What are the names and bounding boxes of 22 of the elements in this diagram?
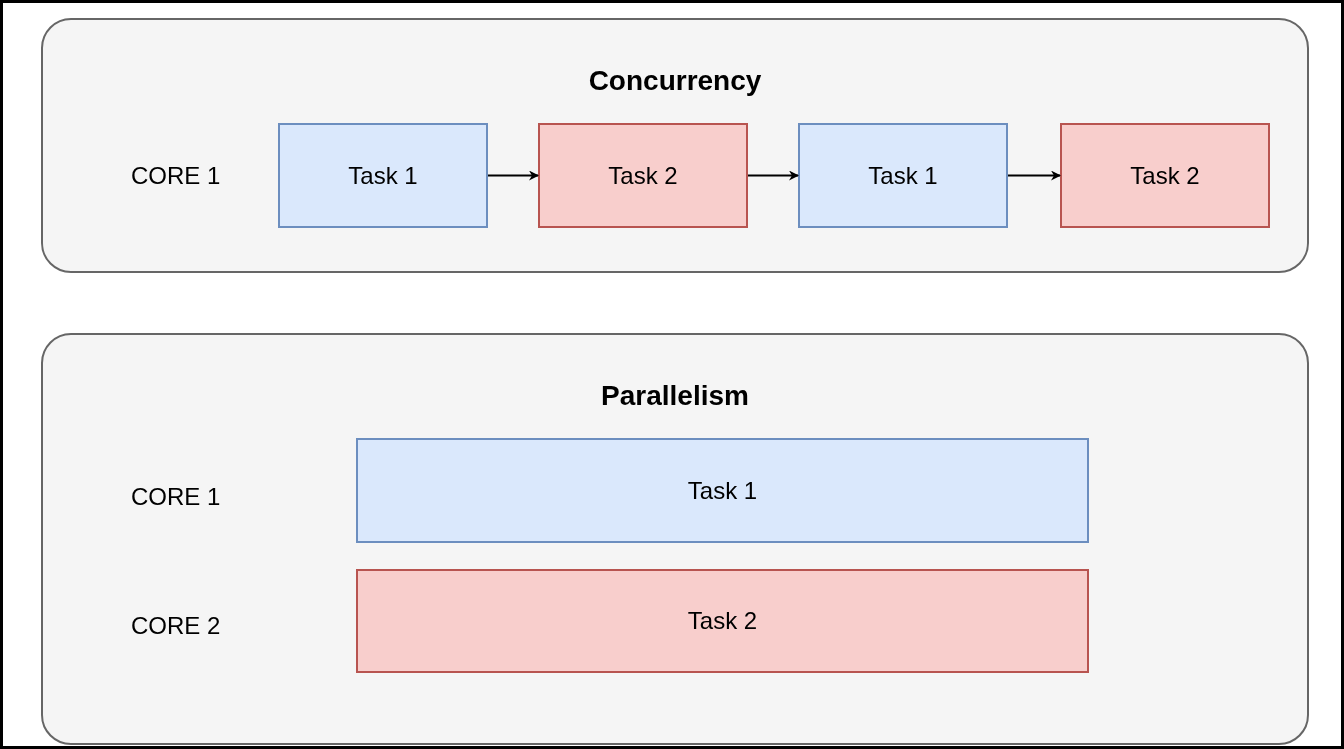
task-box: [798, 123, 1008, 228]
task-box: [538, 123, 748, 228]
group-panel: [41, 18, 1309, 273]
task-label: Task 1: [348, 160, 418, 191]
arrow: [487, 170, 539, 181]
core-label: CORE 1: [131, 161, 221, 191]
panel-title: Parallelism: [601, 379, 749, 413]
group-panel: [41, 333, 1309, 745]
task-box: [356, 569, 1089, 673]
core-label: CORE 1: [131, 482, 221, 512]
panel-title: Concurrency: [588, 64, 762, 98]
task-box: [1060, 123, 1270, 228]
arrow: [1007, 170, 1061, 181]
task-label: Task 1: [868, 160, 938, 191]
task-label: Task 2: [1130, 160, 1200, 191]
core-label: CORE 2: [131, 611, 221, 641]
task-label: Task 2: [608, 160, 678, 191]
task-label: Task 1: [687, 475, 758, 506]
task-label: Task 2: [687, 606, 758, 636]
task-box: [356, 438, 1089, 543]
task-box: [278, 123, 488, 228]
arrow: [747, 170, 799, 181]
